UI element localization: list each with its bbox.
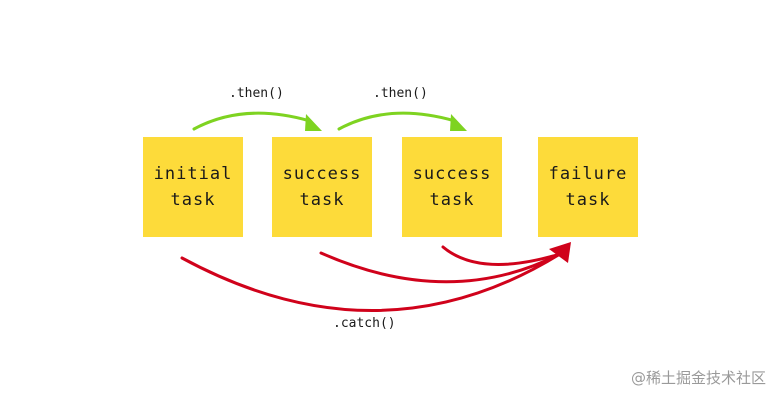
then-arrow-2 (337, 111, 457, 131)
initial-task-box: initial task (143, 137, 243, 237)
success-task-box-1: success task (272, 137, 372, 237)
catch-arrow-2 (319, 251, 562, 284)
catch-arrow-1 (180, 252, 562, 312)
then-arrow-1 (192, 111, 312, 131)
failure-task-box: failure task (538, 137, 638, 237)
then-label-1: .then() (229, 86, 284, 101)
then-arrowhead-2 (450, 114, 467, 131)
watermark: @稀土掘金技术社区 (630, 369, 766, 387)
catch-label: .catch() (333, 316, 396, 331)
success-task-box-2: success task (402, 137, 502, 237)
catch-arrow-3 (441, 245, 562, 266)
catch-arrowhead (549, 242, 571, 263)
then-label-2: .then() (373, 86, 428, 101)
then-arrowhead-1 (305, 114, 322, 131)
